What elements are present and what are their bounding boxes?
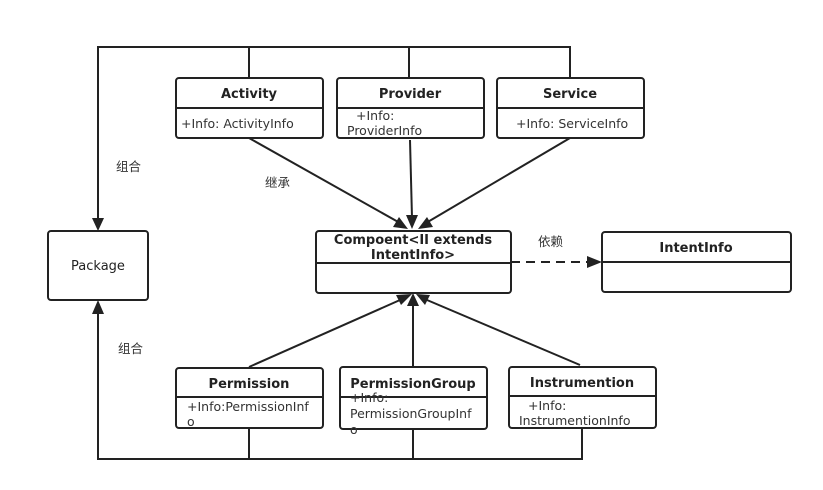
arrowhead-to-package-bottom: [92, 300, 104, 314]
dependency-arrow: [511, 256, 602, 268]
class-component[interactable]: Compoent<II extends IntentInfo>: [315, 230, 512, 294]
arrowhead-to-package-top: [92, 218, 104, 231]
class-permissiongroup-attr-line-2: PermissionGroupInf: [350, 406, 472, 421]
class-intentinfo-name: IntentInfo: [659, 241, 732, 256]
class-service-attr: +Info: ServiceInfo: [516, 116, 628, 131]
class-activity-attr: +Info: ActivityInfo: [181, 116, 294, 131]
dependency-label: 依赖: [538, 234, 564, 249]
class-provider-attr-line-2: ProviderInfo: [347, 123, 422, 138]
class-instrumention-attr-line-1: +Info:: [528, 398, 566, 413]
class-provider-name: Provider: [379, 87, 442, 102]
composition-bottom-connector: [92, 300, 583, 460]
class-provider-attr-line-1: +Info:: [356, 108, 394, 123]
inheritance-arrows-top: [248, 137, 571, 229]
class-permissiongroup[interactable]: PermissionGroup +Info: PermissionGroupIn…: [339, 366, 488, 437]
class-permissiongroup-attr-line-1: +Info:: [350, 390, 388, 405]
class-provider[interactable]: Provider +Info: ProviderInfo: [336, 77, 485, 139]
class-permission[interactable]: Permission +Info:PermissionInf o: [175, 367, 324, 429]
class-permission-attr-line-1: +Info:PermissionInf: [187, 399, 309, 414]
class-permission-attr-line-2: o: [187, 414, 195, 429]
inheritance-label: 继承: [265, 175, 291, 190]
class-package[interactable]: Package: [47, 230, 149, 301]
class-intentinfo[interactable]: IntentInfo: [601, 231, 792, 293]
class-service-name: Service: [543, 87, 597, 102]
class-permissiongroup-attr-line-3: o: [350, 422, 358, 437]
class-instrumention-attr-line-2: InstrumentionInfo: [519, 413, 630, 428]
composition-top-connector: [92, 46, 571, 231]
class-component-name-line-1: Compoent<II extends: [334, 233, 492, 248]
class-service[interactable]: Service +Info: ServiceInfo: [496, 77, 645, 139]
class-activity[interactable]: Activity +Info: ActivityInfo: [175, 77, 324, 139]
class-instrumention-name: Instrumention: [530, 376, 634, 391]
class-package-name: Package: [71, 259, 125, 274]
class-permissiongroup-name: PermissionGroup: [350, 377, 475, 392]
class-instrumention[interactable]: Instrumention +Info: InstrumentionInfo: [508, 366, 657, 429]
composition-label-top: 组合: [116, 159, 142, 174]
class-activity-name: Activity: [221, 87, 278, 102]
class-component-name-line-2: IntentInfo>: [371, 248, 455, 263]
inheritance-arrows-bottom: [248, 293, 581, 368]
composition-label-bottom: 组合: [118, 341, 144, 356]
class-permission-name: Permission: [209, 377, 290, 392]
